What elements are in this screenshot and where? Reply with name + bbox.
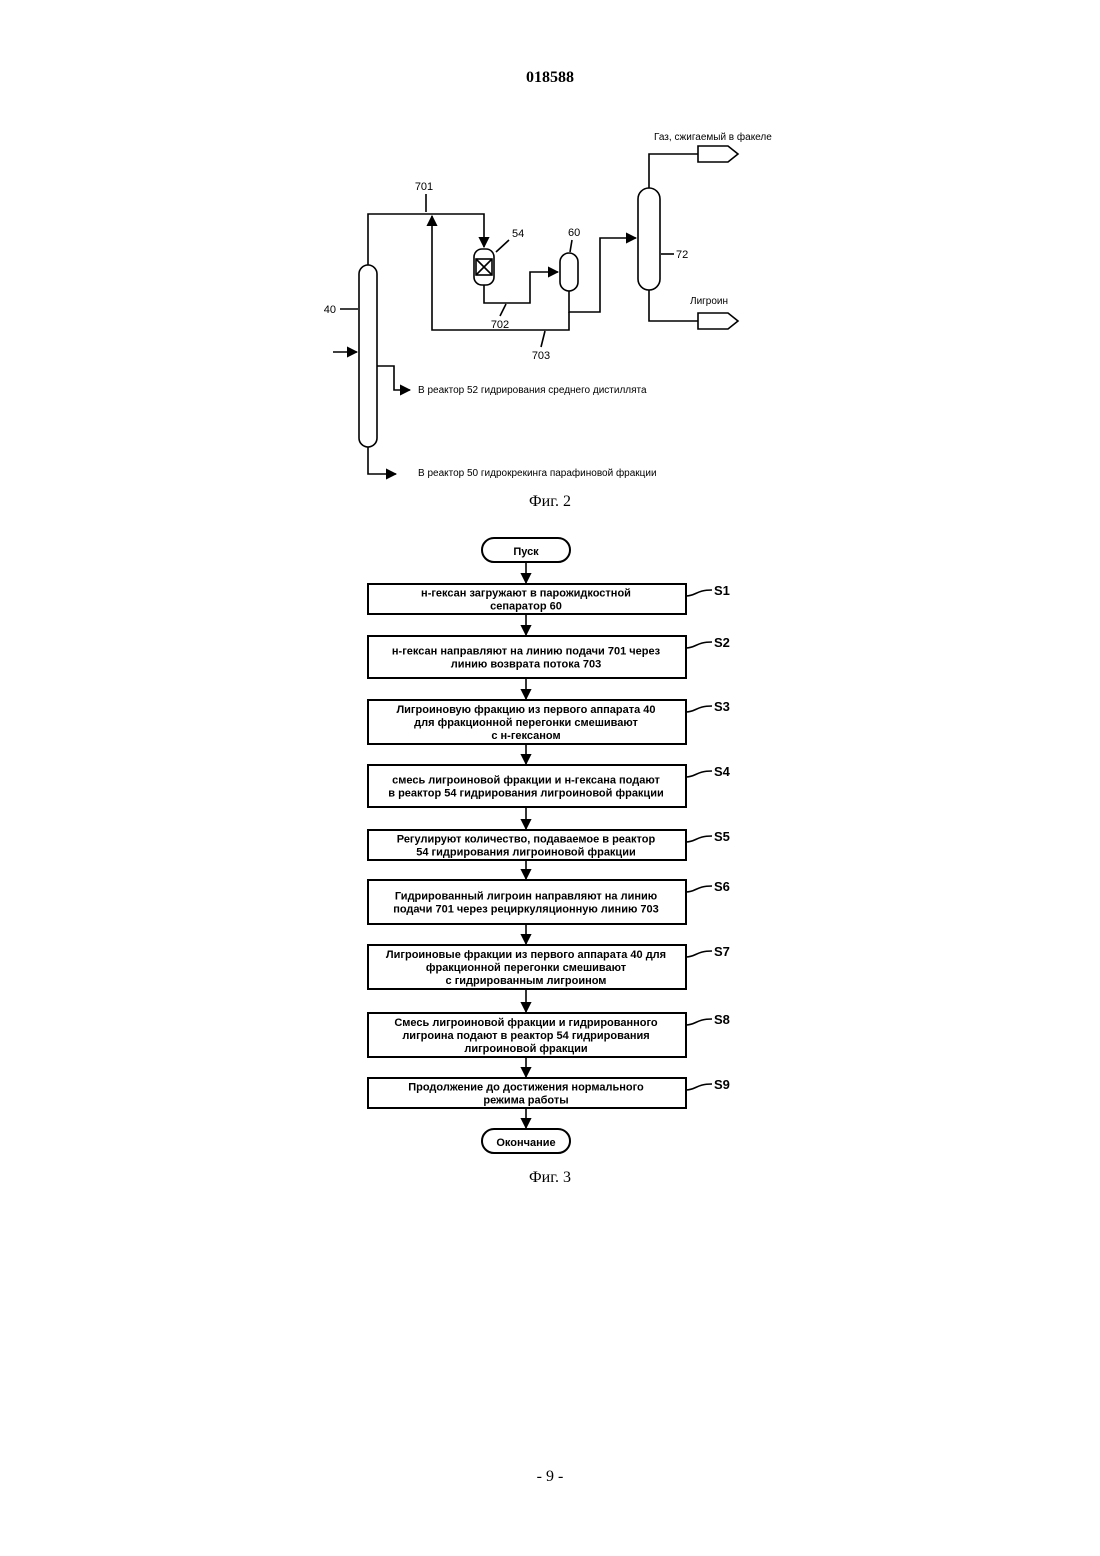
step-text: подачи 701 через рециркуляционную линию … bbox=[393, 904, 659, 916]
label-703: 703 bbox=[532, 350, 550, 362]
step-text: в реактор 54 гидрирования лигроиновой фр… bbox=[388, 788, 663, 800]
step-text: н-гексан загружают в парожидкостной bbox=[421, 588, 631, 600]
line-703 bbox=[432, 216, 569, 330]
step-id: S1 bbox=[714, 583, 730, 598]
step-id-leader bbox=[686, 590, 712, 596]
step-s1: н-гексан загружают в парожидкостнойсепар… bbox=[368, 583, 730, 614]
process-flow-diagram: 40 701 54 702 60 703 72 bbox=[324, 131, 772, 479]
label-701: 701 bbox=[415, 181, 433, 193]
leader-703 bbox=[541, 331, 545, 347]
step-id: S7 bbox=[714, 944, 730, 959]
flare-gas-label: Газ, сжигаемый в факеле bbox=[654, 131, 772, 143]
flowchart-steps: н-гексан загружают в парожидкостнойсепар… bbox=[368, 562, 731, 1128]
step-id-leader bbox=[686, 642, 712, 648]
step-text: с гидрированным лигроином bbox=[446, 975, 607, 987]
step-text: сепаратор 60 bbox=[490, 601, 562, 613]
label-60: 60 bbox=[568, 227, 580, 239]
step-text: н-гексан направляют на линию подачи 701 … bbox=[392, 646, 661, 658]
leader-60 bbox=[570, 240, 572, 252]
step-text: Лигроиновые фракции из первого аппарата … bbox=[386, 949, 666, 961]
label-40: 40 bbox=[324, 304, 336, 316]
step-id-leader bbox=[686, 771, 712, 777]
fractionator-column-40 bbox=[359, 265, 377, 447]
flare-gas-outlet bbox=[698, 146, 738, 162]
fig3-caption: Фиг. 3 bbox=[529, 1169, 571, 1186]
separator-60 bbox=[560, 253, 578, 291]
line-701 bbox=[368, 214, 484, 265]
step-text: лигроиновой фракции bbox=[464, 1043, 587, 1055]
wax-fraction-line bbox=[368, 447, 396, 474]
to-reactor-50-label: В реактор 50 гидрокрекинга парафиновой ф… bbox=[418, 467, 657, 479]
line-702 bbox=[484, 272, 558, 303]
stabilizer-column-72 bbox=[638, 188, 660, 290]
step-text: фракционной перегонки смешивают bbox=[426, 962, 627, 974]
step-id-leader bbox=[686, 836, 712, 842]
step-text: Смесь лигроиновой фракции и гидрированно… bbox=[394, 1017, 658, 1029]
end-label: Окончание bbox=[496, 1137, 555, 1149]
step-id: S6 bbox=[714, 879, 730, 894]
step-id: S2 bbox=[714, 635, 730, 650]
step-id-leader bbox=[686, 886, 712, 892]
start-label: Пуск bbox=[513, 546, 539, 558]
step-id: S4 bbox=[714, 764, 731, 779]
step-id: S9 bbox=[714, 1077, 730, 1092]
step-text: с н-гексаном bbox=[491, 730, 560, 742]
step-id: S8 bbox=[714, 1012, 730, 1027]
naphtha-outlet bbox=[698, 313, 738, 329]
step-s8: Смесь лигроиновой фракции и гидрированно… bbox=[368, 1012, 730, 1057]
startup-flowchart: Пуск н-гексан загружают в парожидкостной… bbox=[368, 538, 731, 1153]
document-number: 018588 bbox=[526, 69, 574, 86]
step-s7: Лигроиновые фракции из первого аппарата … bbox=[368, 944, 730, 989]
step-text: смесь лигроиновой фракции и н-гексана по… bbox=[392, 775, 660, 787]
separator-to-column-72 bbox=[569, 238, 636, 312]
step-id-leader bbox=[686, 706, 712, 712]
label-72: 72 bbox=[676, 249, 688, 261]
middle-distillate-line bbox=[377, 366, 410, 390]
naphtha-label: Лигроин bbox=[690, 296, 728, 307]
page-number: - 9 - bbox=[537, 1468, 564, 1485]
step-text: лигроина подают в реактор 54 гидрировани… bbox=[402, 1030, 649, 1042]
step-id-leader bbox=[686, 1084, 712, 1090]
step-s5: Регулируют количество, подаваемое в реак… bbox=[368, 829, 730, 860]
flare-gas-line bbox=[649, 154, 698, 188]
leader-702 bbox=[500, 304, 506, 316]
leader-54 bbox=[496, 240, 509, 252]
step-s4: смесь лигроиновой фракции и н-гексана по… bbox=[368, 764, 731, 807]
step-s6: Гидрированный лигроин направляют на лини… bbox=[368, 879, 730, 924]
step-text: Лигроиновую фракцию из первого аппарата … bbox=[396, 704, 655, 716]
step-id-leader bbox=[686, 951, 712, 957]
fig2-caption: Фиг. 2 bbox=[529, 493, 571, 510]
step-s2: н-гексан направляют на линию подачи 701 … bbox=[368, 635, 730, 678]
step-text: Продолжение до достижения нормального bbox=[408, 1082, 644, 1094]
step-text: для фракционной перегонки смешивают bbox=[414, 717, 638, 729]
step-text: Регулируют количество, подаваемое в реак… bbox=[397, 834, 656, 846]
step-text: Гидрированный лигроин направляют на лини… bbox=[395, 891, 657, 903]
step-id: S5 bbox=[714, 829, 730, 844]
label-54: 54 bbox=[512, 228, 524, 240]
step-id-leader bbox=[686, 1019, 712, 1025]
step-text: 54 гидрирования лигроиновой фракции bbox=[416, 847, 635, 859]
to-reactor-52-label: В реактор 52 гидрирования среднего дисти… bbox=[418, 385, 647, 396]
step-text: линию возврата потока 703 bbox=[451, 659, 602, 671]
step-s3: Лигроиновую фракцию из первого аппарата … bbox=[368, 699, 730, 744]
step-s9: Продолжение до достижения нормальногореж… bbox=[368, 1077, 730, 1108]
step-id: S3 bbox=[714, 699, 730, 714]
step-text: режима работы bbox=[483, 1095, 568, 1107]
